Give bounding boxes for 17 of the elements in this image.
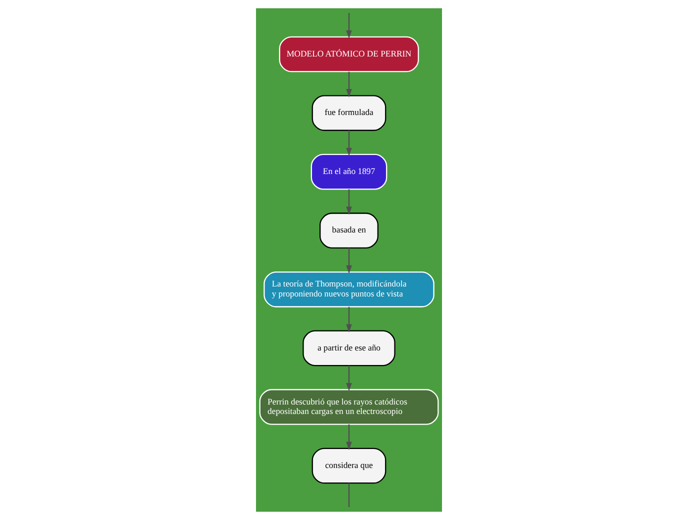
arrow [346, 130, 352, 156]
arrow [346, 424, 352, 450]
arrow [346, 72, 352, 98]
arrow [346, 306, 352, 333]
arrow [346, 366, 352, 392]
arrow [346, 12, 352, 39]
node-box: En el año 1897 [310, 154, 387, 190]
node-box: basada en [319, 212, 378, 249]
arrow [346, 189, 352, 215]
node-box: a partir de ese año [302, 330, 395, 366]
connector [348, 483, 350, 508]
arrow [346, 248, 352, 274]
node-box: MODELO ATÓMICO DE PERRIN [278, 36, 418, 72]
node-box: fue formulada [311, 95, 386, 131]
node-box: Perrin descubrió que los rayos catódicos depositaban cargas en un electroscopio [258, 389, 438, 425]
node-box: considera que [311, 448, 386, 484]
node-box: La teoría de Thompson, modificándola y proponiendo nuevos puntos de vista [263, 271, 434, 308]
